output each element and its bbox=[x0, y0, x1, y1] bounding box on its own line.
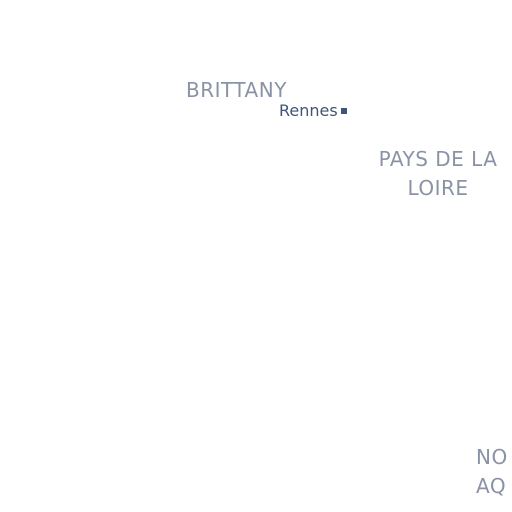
region-label-line: NO bbox=[476, 445, 508, 469]
city-marker-square-icon bbox=[340, 108, 347, 114]
region-label-brittany: BRITTANY bbox=[186, 76, 287, 105]
region-label-line: LOIRE bbox=[407, 176, 469, 200]
city-rennes[interactable]: Rennes bbox=[279, 100, 347, 122]
region-label-nouvelle-aquitaine: NO AQ bbox=[476, 443, 512, 501]
region-label-pays-de-la-loire: PAYS DE LA LOIRE bbox=[368, 145, 508, 203]
region-label-line: BRITTANY bbox=[186, 78, 287, 102]
region-label-line: AQ bbox=[476, 474, 507, 498]
region-label-line: PAYS DE LA bbox=[378, 147, 498, 171]
city-label-rennes: Rennes bbox=[279, 101, 338, 120]
